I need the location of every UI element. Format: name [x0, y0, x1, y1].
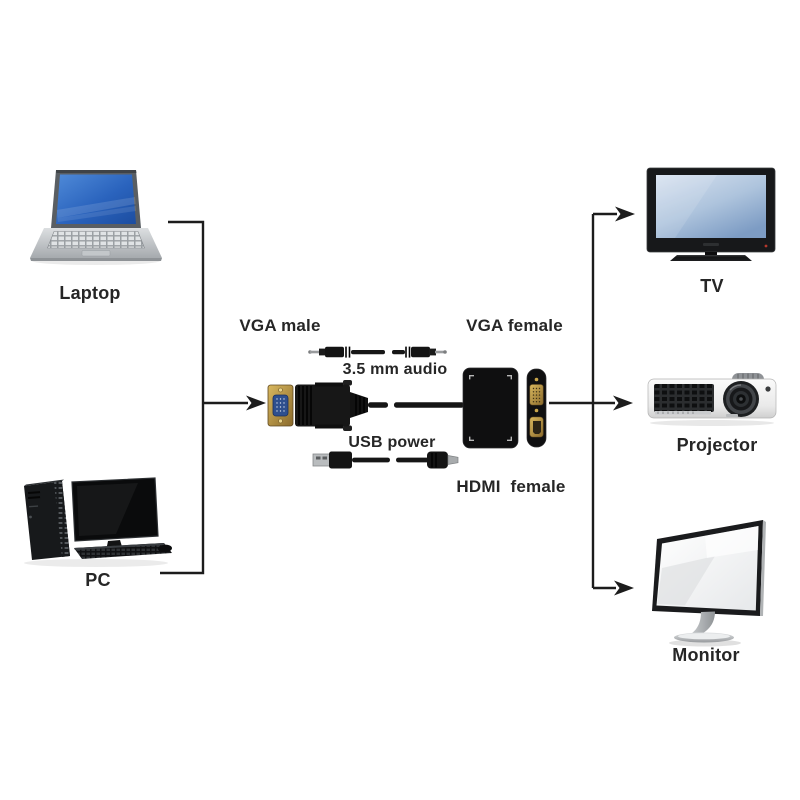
usb-cable-label: USB power [348, 434, 436, 451]
arrowhead-tv [615, 206, 635, 222]
vga-cable [368, 402, 464, 408]
audio-cable-label: 3.5 mm audio [342, 361, 448, 378]
adapter-port-panel [526, 368, 547, 448]
line-laptop-pc-bracket [160, 220, 205, 575]
arrowhead-projector [613, 395, 633, 411]
adapter-box [462, 367, 519, 449]
monitor-stand [686, 611, 715, 637]
arrowhead-monitor [614, 580, 634, 596]
pc-tower-vents [54, 481, 70, 557]
pc-mouse [158, 544, 172, 553]
laptop-keyboard [47, 231, 145, 249]
pc-label: PC [85, 570, 111, 590]
tv-stand-base [670, 255, 752, 261]
monitor-label: Monitor [672, 645, 740, 665]
monitor-illustration [652, 520, 766, 647]
hdmi-female-label: HDMI female [456, 477, 566, 496]
hdmi-female-port [529, 416, 544, 438]
vga-female-port [529, 384, 544, 406]
laptop-illustration [30, 170, 162, 265]
pc-illustration [24, 477, 172, 567]
laptop-display [56, 174, 136, 224]
tv-label: TV [700, 276, 724, 296]
laptop-touchpad [81, 250, 111, 257]
vga-male-connector [267, 380, 368, 431]
projector-ir-sensor [765, 386, 771, 392]
arrowhead-adapter [246, 395, 266, 411]
vga-male-label: VGA male [239, 316, 321, 335]
usb-power-cable [312, 451, 459, 469]
projector-vent-grill [654, 384, 714, 412]
tv-screen [656, 175, 766, 238]
vga-female-label: VGA female [466, 316, 563, 335]
tv-power-led [764, 244, 768, 248]
tv-stand-neck [705, 252, 717, 255]
pc-monitor-screen [71, 477, 159, 542]
adapter-assembly [267, 346, 547, 469]
laptop-label: Laptop [59, 283, 121, 303]
projector-illustration [647, 373, 777, 426]
tv-illustration [646, 167, 776, 261]
audio-cable [308, 346, 447, 358]
projector-lens [723, 381, 759, 417]
projector-label: Projector [676, 435, 758, 455]
